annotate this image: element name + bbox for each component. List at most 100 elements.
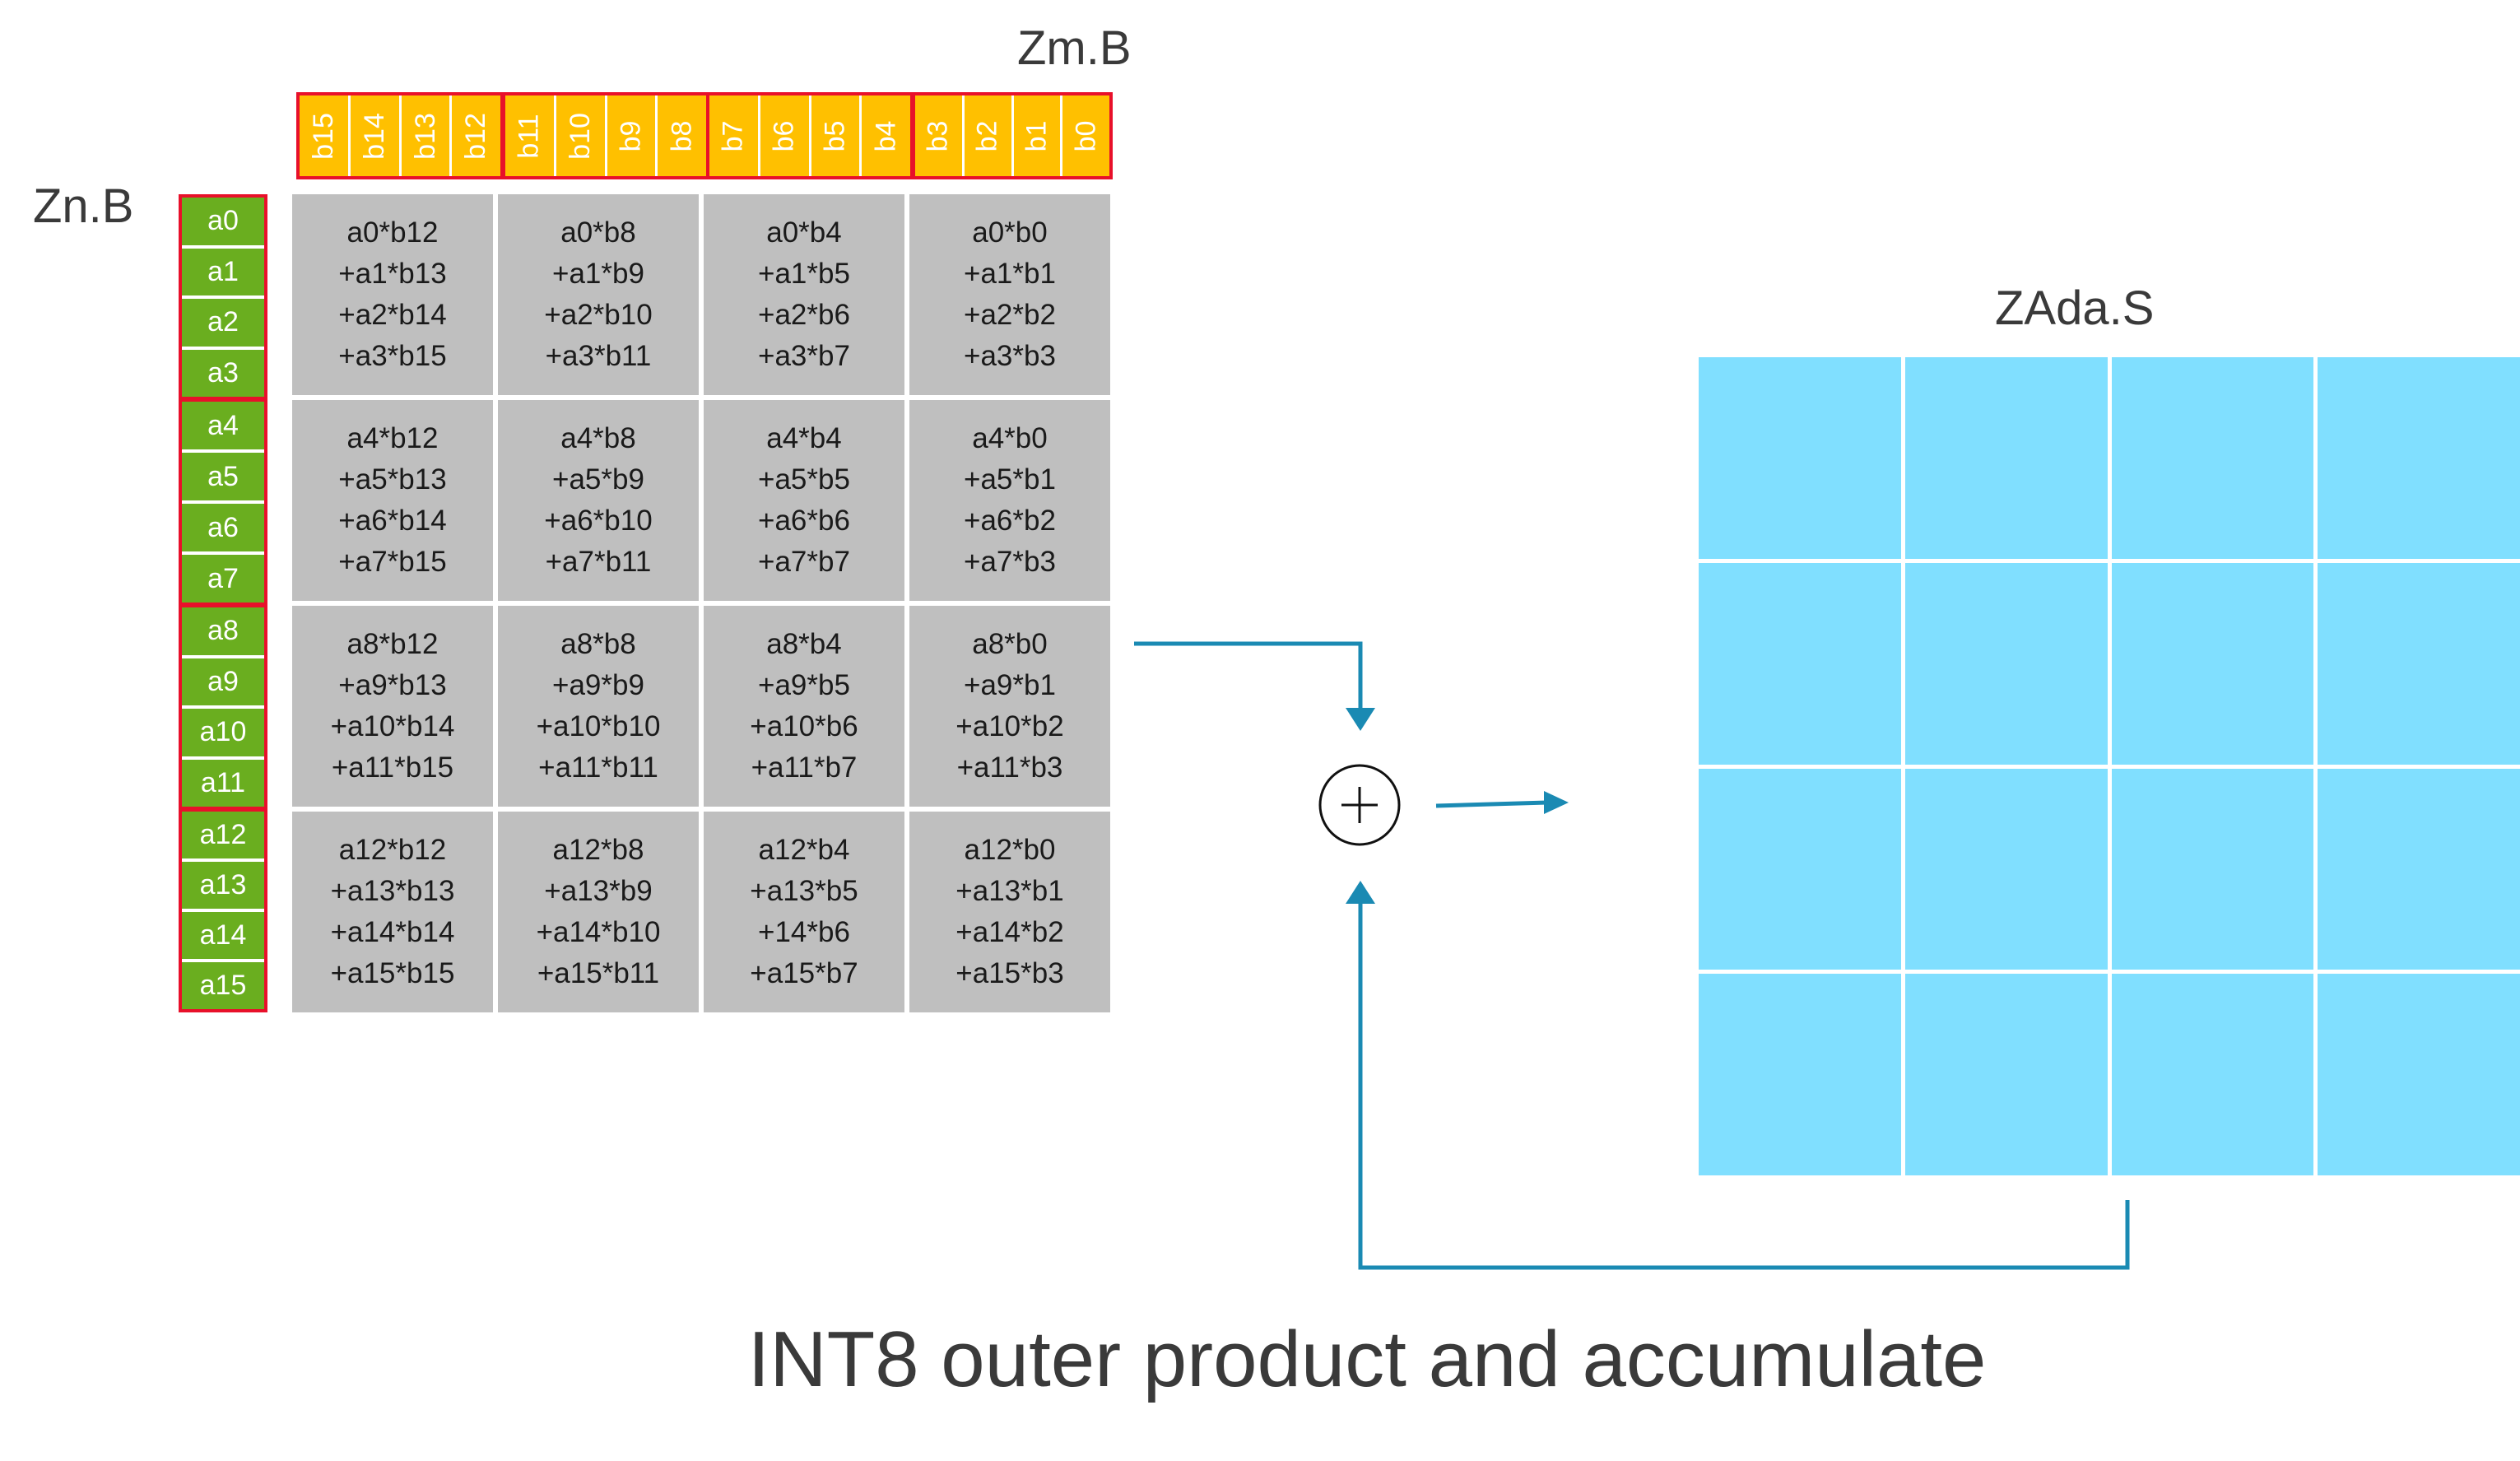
zada-label: ZAda.S [1995, 281, 2155, 335]
zada-feedback-arrow [1346, 881, 2130, 1270]
zm-element: b6 [760, 95, 811, 176]
product-cell: a12*b4+a13*b5+14*b6+a15*b7 [704, 812, 904, 1012]
product-term: a8*b4 [766, 628, 842, 660]
zada-cell [1699, 357, 1901, 559]
product-term: a0*b4 [766, 216, 842, 249]
zm-element: b7 [709, 95, 760, 176]
zm-element: b1 [1014, 95, 1063, 176]
zn-element: a14 [182, 912, 264, 962]
product-term: +a5*b1 [964, 463, 1056, 496]
product-term: +a14*b14 [330, 916, 455, 948]
zada-cell [2318, 562, 2520, 765]
zada-cell [1904, 768, 2108, 970]
zn-element: a12 [182, 812, 264, 862]
zada-cell [1904, 974, 2108, 1175]
zn-element: a15 [199, 970, 247, 1001]
zn-element: a4 [182, 402, 264, 453]
zm-element: b11 [505, 95, 556, 176]
adder-node [1318, 764, 1401, 846]
diagram-caption: INT8 outer product and accumulate [747, 1315, 1987, 1403]
product-term: +a2*b2 [964, 299, 1056, 331]
product-term: +a11*b15 [331, 751, 454, 784]
product-term: +a15*b15 [330, 957, 455, 989]
zm-element: b14 [351, 95, 402, 176]
zada-accumulator-grid [1699, 357, 2520, 1175]
zada-cell [2111, 357, 2314, 559]
product-term: +a6*b10 [544, 505, 653, 537]
product-term: +a7*b3 [964, 546, 1056, 578]
product-cell: a0*b4+a1*b5+a2*b6+a3*b7 [704, 194, 904, 395]
product-term: +a6*b14 [338, 505, 447, 537]
product-term: +a3*b7 [758, 340, 850, 372]
product-cell: a12*b0+a13*b1+a14*b2+a15*b3 [909, 812, 1110, 1012]
product-term: +a13*b9 [544, 875, 653, 907]
product-term: a0*b0 [972, 216, 1048, 249]
product-term: +a9*b9 [552, 669, 644, 701]
product-term: a4*b8 [560, 422, 636, 454]
product-cell: a4*b4+a5*b5+a6*b6+a7*b7 [704, 400, 904, 601]
zada-cell [1699, 974, 1901, 1175]
zn-element: a5 [182, 453, 264, 504]
product-term: +a2*b6 [758, 299, 850, 331]
product-term: +a11*b3 [956, 751, 1063, 784]
product-term: +a7*b7 [758, 546, 850, 578]
product-term: a0*b12 [346, 216, 439, 249]
product-term: +a10*b14 [330, 710, 455, 742]
product-term: +a7*b11 [545, 546, 652, 578]
product-term: +a9*b5 [758, 669, 850, 701]
product-term: a4*b12 [346, 422, 439, 454]
zn-element: a7 [207, 562, 239, 594]
zn-element: a2 [182, 299, 264, 350]
zn-element: a13 [182, 862, 264, 912]
zn-element: a0 [182, 198, 264, 249]
product-term: +a3*b3 [964, 340, 1056, 372]
product-term: a12*b4 [758, 834, 850, 866]
product-term: a8*b12 [346, 628, 439, 660]
product-term: +a15*b7 [750, 957, 858, 989]
product-term: +a9*b13 [338, 669, 447, 701]
product-term: +14*b6 [758, 916, 850, 948]
zada-cell [1699, 768, 1901, 970]
product-term: +a1*b9 [552, 258, 644, 290]
product-term: +a5*b9 [552, 463, 644, 496]
zada-cell [2318, 768, 2520, 970]
product-cell: a12*b12+a13*b13+a14*b14+a15*b15 [292, 812, 493, 1012]
product-term: +a9*b1 [964, 669, 1056, 701]
zada-cell [2111, 768, 2314, 970]
product-term: +a11*b11 [538, 751, 658, 784]
product-term: +a1*b13 [338, 258, 447, 290]
product-term: +a3*b15 [338, 340, 447, 372]
product-term: a12*b8 [552, 834, 644, 866]
zada-cell [2318, 357, 2520, 559]
zm-element: b13 [402, 95, 453, 176]
product-term: +a7*b15 [338, 546, 447, 578]
product-term: a12*b12 [338, 834, 447, 866]
product-cell: a12*b8+a13*b9+a14*b10+a15*b11 [498, 812, 699, 1012]
zada-cell [1904, 357, 2108, 559]
product-to-adder-arrow [1134, 641, 1375, 731]
product-term: +a15*b11 [537, 957, 660, 989]
product-term: +a2*b10 [544, 299, 653, 331]
zm-element: b15 [300, 95, 351, 176]
product-term: +a1*b1 [964, 258, 1056, 290]
product-cell: a4*b12+a5*b13+a6*b14+a7*b15 [292, 400, 493, 601]
product-term: a4*b0 [972, 422, 1048, 454]
zm-element: b5 [811, 95, 862, 176]
zn-element: a10 [182, 709, 264, 760]
product-term: a8*b0 [972, 628, 1048, 660]
product-term: a0*b8 [560, 216, 636, 249]
product-term: +a3*b11 [545, 340, 652, 372]
product-cell: a0*b12+a1*b13+a2*b14+a3*b15 [292, 194, 493, 395]
zm-label: Zm.B [1017, 21, 1132, 75]
product-term: +a11*b7 [751, 751, 858, 784]
product-cell: a4*b8 +a5*b9 +a6*b10 +a7*b11 [498, 400, 699, 601]
product-term: +a15*b3 [955, 957, 1064, 989]
product-term: a8*b8 [560, 628, 636, 660]
zada-cell [1904, 562, 2108, 765]
zn-element: a6 [182, 504, 264, 555]
